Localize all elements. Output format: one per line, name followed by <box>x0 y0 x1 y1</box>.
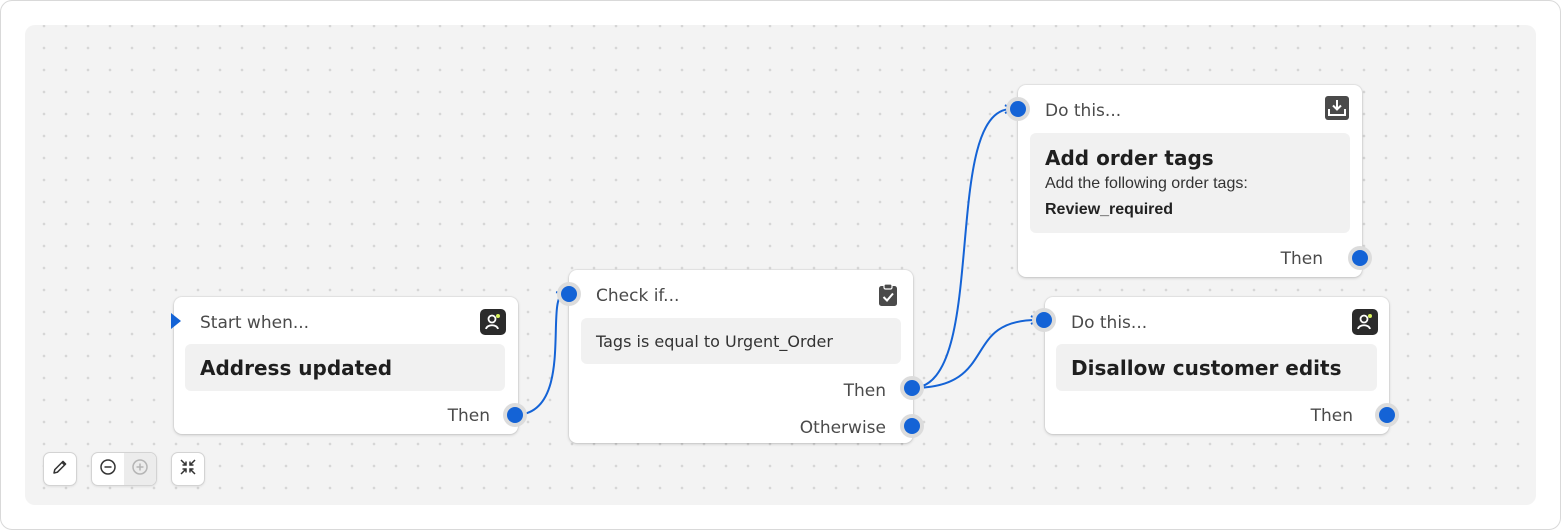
node-header-label: Do this... <box>1045 101 1122 121</box>
zoom-in-icon <box>131 458 149 481</box>
node-header-label: Do this... <box>1071 313 1148 333</box>
add-order-tags-then-port[interactable] <box>1352 250 1368 266</box>
disallow-edits-panel: Disallow customer edits <box>1056 344 1377 391</box>
condition-rule-panel: Tags is equal to Urgent_Order <box>581 318 901 364</box>
otherwise-label: Otherwise <box>799 418 886 438</box>
trigger-then-port[interactable] <box>507 407 523 423</box>
fit-to-view-button[interactable] <box>171 452 205 486</box>
add-order-tags-panel: Add order tags Add the following order t… <box>1030 133 1350 233</box>
add-order-tags-description: Add the following order tags: <box>1045 175 1248 192</box>
then-label: Then <box>447 406 490 426</box>
disallow-edits-title: Disallow customer edits <box>1071 356 1342 380</box>
add-order-tags-input-port[interactable] <box>1010 101 1026 117</box>
then-label: Then <box>1310 406 1353 426</box>
customer-icon <box>1352 309 1378 335</box>
add-order-tags-node[interactable]: Do this... Add order tags Add the follow… <box>1018 85 1362 277</box>
disallow-edits-input-port[interactable] <box>1036 312 1052 328</box>
condition-node[interactable]: Check if... Tags is equal to Urgent_Orde… <box>569 270 913 443</box>
node-header: Do this... <box>1045 297 1389 347</box>
condition-input-port[interactable] <box>561 286 577 302</box>
edit-button[interactable] <box>43 452 77 486</box>
condition-then-port[interactable] <box>904 380 920 396</box>
then-label: Then <box>843 381 886 401</box>
clipboard-check-icon <box>875 282 901 308</box>
collapse-icon <box>179 458 197 481</box>
condition-rule-text: Tags is equal to Urgent_Order <box>596 332 833 351</box>
node-header-label: Start when... <box>200 313 310 333</box>
trigger-title: Address updated <box>200 356 393 380</box>
add-order-tags-value: Review_required <box>1045 201 1174 218</box>
node-header: Start when... <box>174 297 518 347</box>
trigger-node[interactable]: Start when... Address updated Then <box>174 297 518 434</box>
condition-otherwise-port[interactable] <box>904 418 920 434</box>
node-header: Do this... <box>1018 85 1362 135</box>
node-header-label: Check if... <box>596 286 680 306</box>
customer-icon <box>480 309 506 335</box>
disallow-edits-then-port[interactable] <box>1379 407 1395 423</box>
zoom-out-button[interactable] <box>92 453 124 485</box>
disallow-edits-node[interactable]: Do this... Disallow customer edits Then <box>1045 297 1389 434</box>
zoom-controls <box>91 452 157 486</box>
add-order-tags-title: Add order tags <box>1045 146 1214 170</box>
download-tray-icon <box>1324 95 1350 121</box>
zoom-out-icon <box>99 458 117 481</box>
pencil-icon <box>51 458 69 481</box>
trigger-summary-panel: Address updated <box>185 344 505 391</box>
zoom-in-button[interactable] <box>124 453 156 485</box>
node-header: Check if... <box>569 270 913 320</box>
then-label: Then <box>1280 249 1323 269</box>
